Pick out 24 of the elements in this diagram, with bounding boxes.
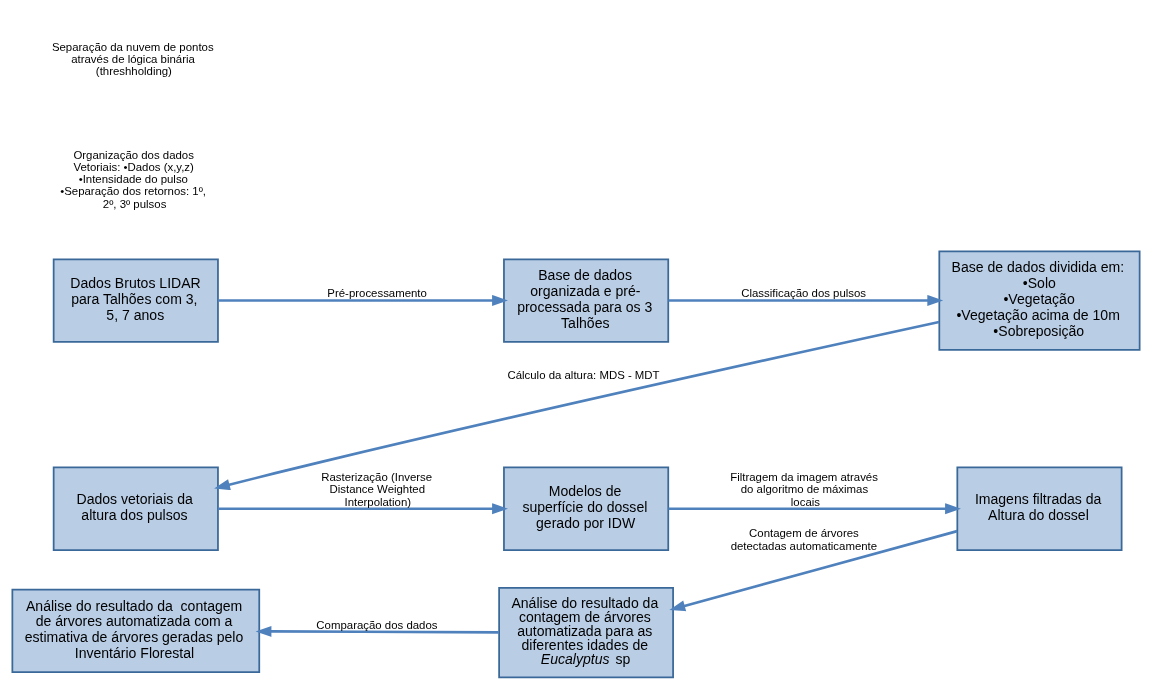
- node-box: Dados Brutos LIDAR para Talhões com 3, 5, 7 anos: [52, 257, 219, 343]
- node-box: Modelos de superfície do dossel gerado por IDW: [503, 466, 670, 551]
- node-box: Análise do resultado da contagem de árvores automatizada para as diferentes idades de Eucalyptus sp: [498, 586, 674, 678]
- node-box: Base de dados dividida em: •Solo •Vegetação •Vegetação acima de 10m •Sobreposição: [938, 249, 1141, 351]
- node-box: Imagens filtradas da Altura do dossel: [956, 466, 1123, 551]
- edge-label: Rasterização (Inverse Distance Weighted Interpolation): [321, 470, 433, 508]
- node-box: Análise do resultado da contagem de árvores automatizada com a estimativa de árvores geradas pelo Inventário Florestal: [11, 588, 261, 673]
- arrow: [255, 625, 499, 637]
- arrow: [669, 529, 958, 611]
- label: Separação da nuvem de pontos através de lógica binária (threshholding): [51, 40, 214, 77]
- arrow: [218, 294, 508, 306]
- edge-label: Cálculo da altura: MDS - MDT: [507, 368, 660, 381]
- edge-label: Comparação dos dados: [316, 618, 438, 631]
- edge-label: Contagem de árvores detectadas automaticamente: [730, 526, 878, 552]
- node-box: Base de dados organizada e pré-processada para os 3 Talhões: [503, 257, 670, 343]
- arrow: [218, 502, 508, 514]
- node-box: Dados vetoriais da altura dos pulsos: [52, 466, 219, 551]
- arrow: [668, 502, 961, 514]
- edge-label: Pré-processamento: [327, 286, 427, 299]
- arrow: [214, 320, 940, 490]
- edge-label: Classificação dos pulsos: [741, 286, 867, 299]
- label: Organização dos dados Vetoriais: •Dados (x,y,z) •Intensidade do pulso •Separação dos retornos: 1º, 2º, 3º pulsos: [60, 148, 207, 210]
- edge-label: Filtragem da imagem através do algoritmo de máximas locais: [730, 470, 878, 508]
- arrow: [668, 294, 944, 306]
